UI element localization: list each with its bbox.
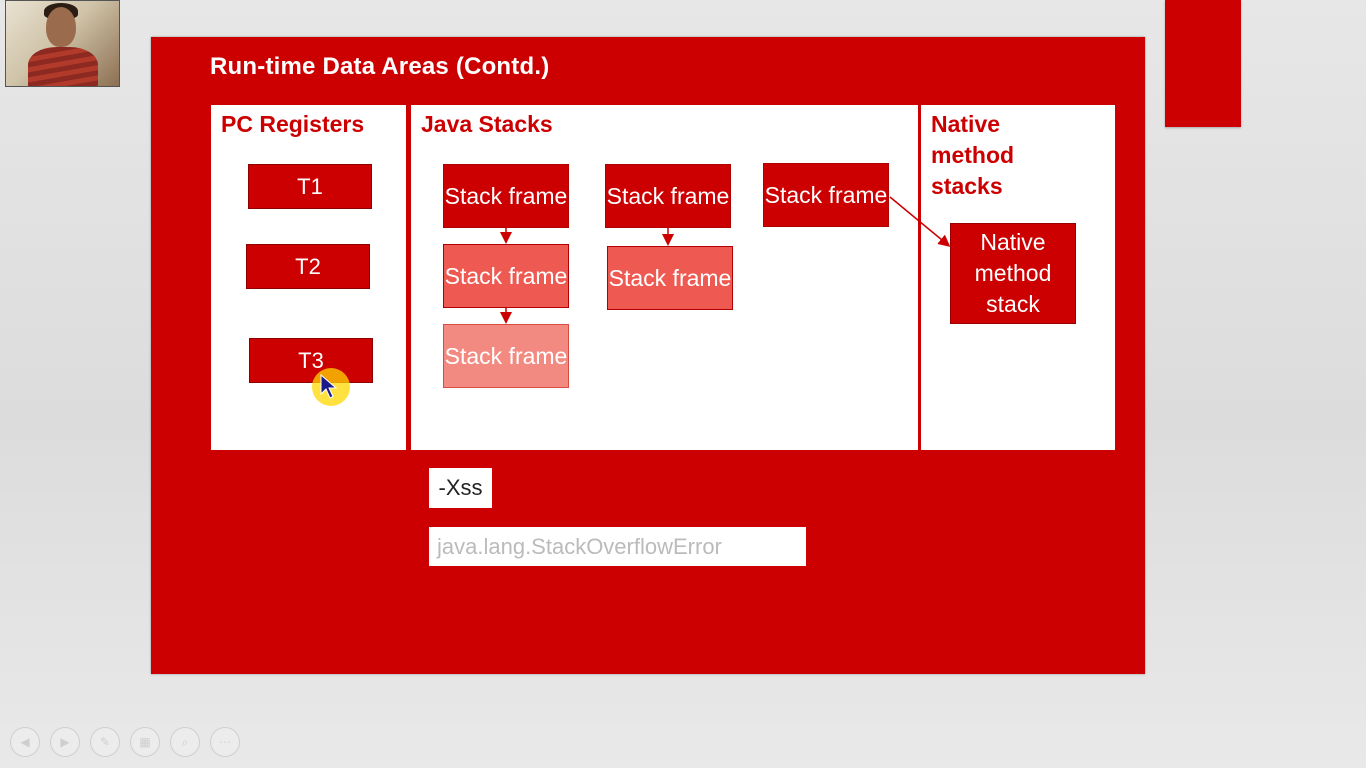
java-stacks-panel: Java Stacks Stack frame Stack frame Stac… [411,105,918,450]
next-icon[interactable]: ▶ [50,727,80,757]
presenter-shirt [28,47,98,86]
stackoverflow-error-box: java.lang.StackOverflowError [429,527,806,566]
native-method-stack-box: Native method stack [950,223,1076,324]
register-t3: T3 [249,338,373,383]
register-t1: T1 [248,164,372,209]
slideshow-controls: ◀ ▶ ✎ ▦ ⌕ ⋯ [10,727,240,757]
mouse-cursor [312,368,350,406]
stack-frame-t1-bottom: Stack frame [443,324,569,388]
slide: Run-time Data Areas (Contd.) PC Register… [151,37,1145,674]
stack-frame-t1-middle: Stack frame [443,244,569,308]
decorative-red-block [1165,0,1241,127]
stack-frame-t3: Stack frame [763,163,889,227]
cursor-arrow-icon [320,374,338,399]
previous-icon[interactable]: ◀ [10,727,40,757]
stack-frame-t2-top: Stack frame [605,164,731,228]
xss-option-box: -Xss [429,468,492,508]
native-method-stacks-heading: Native method stacks [931,111,1015,199]
zoom-icon[interactable]: ⌕ [170,727,200,757]
java-stacks-heading: Java Stacks [421,111,553,137]
slides-icon[interactable]: ▦ [130,727,160,757]
pen-icon[interactable]: ✎ [90,727,120,757]
stack-frame-t2-bottom: Stack frame [607,246,733,310]
slide-title: Run-time Data Areas (Contd.) [210,53,550,80]
more-icon[interactable]: ⋯ [210,727,240,757]
stack-frame-t1-top: Stack frame [443,164,569,228]
presenter-webcam [5,0,120,87]
pc-registers-heading: PC Registers [221,111,365,137]
pc-registers-panel: PC Registers T1 T2 T3 [211,105,406,450]
presenter-head [46,7,76,47]
register-t2: T2 [246,244,370,289]
native-method-stacks-panel: Native method stacks Native method stack [921,105,1115,450]
